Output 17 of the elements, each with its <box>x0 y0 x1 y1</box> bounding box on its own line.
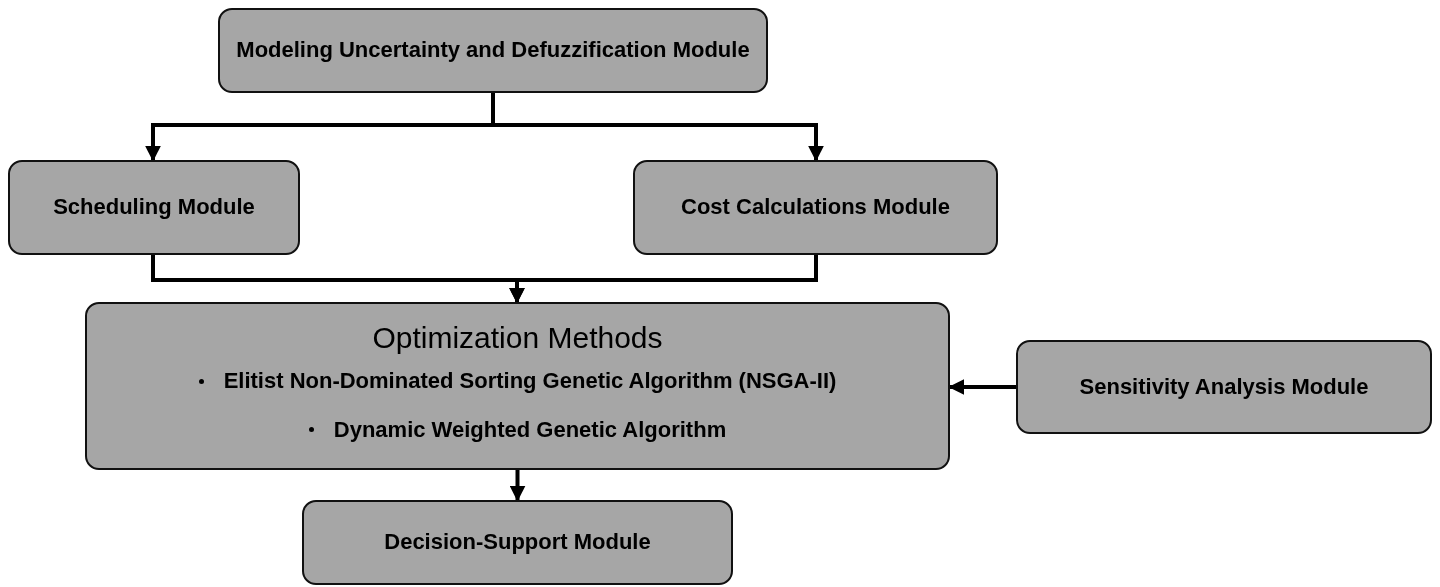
module-label: Scheduling Module <box>53 193 255 222</box>
module-box <box>8 160 300 255</box>
arrow <box>491 93 824 162</box>
module-label: Decision-Support Module <box>384 528 651 557</box>
arrow <box>509 470 526 502</box>
module-panel <box>85 302 950 470</box>
module-label: Cost Calculations Module <box>681 193 950 222</box>
module-box <box>302 500 733 585</box>
module-box <box>1016 340 1432 434</box>
module-box <box>633 160 998 255</box>
module-box <box>218 8 768 93</box>
module-label: Sensitivity Analysis Module <box>1079 372 1369 401</box>
panel-heading: Optimization Methods <box>372 319 663 356</box>
arrow <box>948 379 1016 395</box>
list-item: Dynamic Weighted Genetic Algorithm <box>333 415 727 444</box>
list-item: Elitist Non-Dominated Sorting Genetic Algorithm (NSGA-II) <box>223 366 837 395</box>
module-label: Modeling Uncertainty and Defuzzification Module <box>236 36 750 65</box>
